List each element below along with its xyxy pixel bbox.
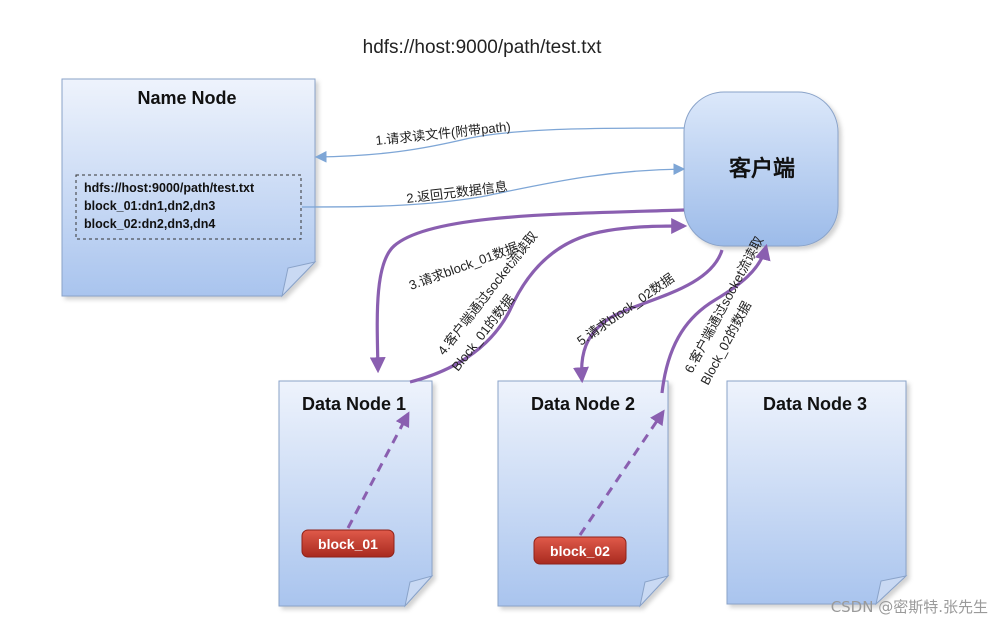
metadata-line-3: block_02:dn2,dn3,dn4: [84, 217, 215, 231]
block-02-label: block_02: [550, 543, 610, 559]
name-node-label: Name Node: [137, 88, 236, 108]
block-02-dashed-arrow: [578, 409, 665, 536]
metadata-line-2: block_01:dn1,dn2,dn3: [84, 199, 215, 213]
data-node-2-label: Data Node 2: [531, 394, 635, 414]
step-1-arrow: [314, 127, 685, 163]
step-3-arrow: [369, 208, 685, 374]
metadata-line-1: hdfs://host:9000/path/test.txt: [84, 181, 255, 195]
data-node-3-label: Data Node 3: [763, 394, 867, 414]
step-6-arrow: [660, 243, 771, 394]
data-node-3: [726, 380, 908, 606]
diagram-title: hdfs://host:9000/path/test.txt: [363, 37, 602, 58]
client-label: 客户端: [729, 156, 795, 181]
block-02-badge: [533, 536, 627, 565]
metadata-box: [75, 174, 302, 240]
watermark: CSDN @密斯特.张先生: [831, 598, 988, 616]
block-01-dashed-arrow: [346, 411, 410, 529]
step-4-arrow: [409, 218, 688, 384]
data-node-2: [497, 380, 670, 608]
data-node-1-label: Data Node 1: [302, 394, 406, 414]
step-5-label: 5.请求block_02数据: [574, 270, 677, 348]
step-2-arrow: [301, 163, 686, 208]
block-01-badge: [301, 529, 395, 558]
step-5-arrow: [573, 249, 724, 384]
step-2-label: 2.返回元数据信息: [406, 179, 509, 206]
name-node: [61, 78, 317, 298]
block-01-label: block_01: [318, 536, 378, 552]
